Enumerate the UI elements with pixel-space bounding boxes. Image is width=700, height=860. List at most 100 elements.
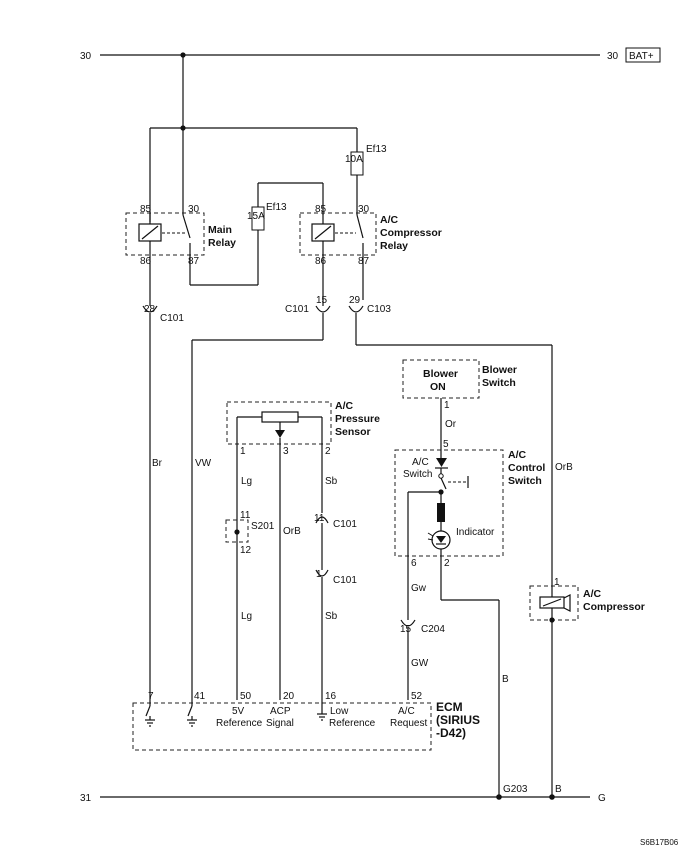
- comp-relay-pin-85: 85: [315, 204, 327, 215]
- g203-label: G203: [503, 784, 528, 795]
- ecm-module: 7 41 50 20 16 52 5V Reference ACP Signal…: [132, 691, 480, 751]
- rail-30-left-label: 30: [80, 51, 92, 62]
- indicator-label: Indicator: [456, 527, 495, 538]
- sensor-pin-3: 3: [283, 446, 289, 457]
- wire-lg1-label: Lg: [241, 476, 252, 487]
- main-relay-title-2: Relay: [208, 237, 236, 249]
- ecm-pin-20: 20: [283, 691, 295, 702]
- c101-1-pin: 1: [316, 569, 322, 580]
- ecm-title-3: -D42): [436, 726, 466, 740]
- comp-relay-pin-86: 86: [315, 256, 327, 267]
- ecm-low-label-2: Reference: [329, 718, 376, 729]
- main-relay-pin-86: 86: [140, 256, 152, 267]
- bat-plus-box: [625, 47, 661, 63]
- blower-inner-2: ON: [430, 381, 446, 393]
- main-relay-title-1: Main: [208, 224, 232, 236]
- ecm-pin-7: 7: [148, 691, 154, 702]
- indicator-resistor: [437, 503, 445, 522]
- wire-b2-label: B: [555, 784, 562, 795]
- ac-pressure-sensor: A/C Pressure Sensor 1 3 2 Lg Sb OrB Lg S…: [226, 400, 380, 700]
- rail-31: 31 G: [80, 793, 606, 804]
- wire-orb1-label: OrB: [283, 526, 301, 537]
- c101-sb-connectors: 11 C101 1 C101: [314, 513, 357, 700]
- ecm-ac-label-1: A/C: [398, 706, 415, 717]
- comp-relay-pin-30: 30: [358, 204, 370, 215]
- main-relay-pin-30: 30: [188, 204, 200, 215]
- wire-b-indicator: B: [441, 599, 509, 800]
- fuse-15a-rating: 15A: [247, 211, 265, 222]
- rail-30: 30 30 BAT+: [80, 47, 661, 63]
- rail-31-left-label: 31: [80, 793, 92, 804]
- main-relay-pin-85: 85: [140, 204, 152, 215]
- ecm-acp-label-1: ACP: [270, 706, 291, 717]
- control-pin-5: 5: [443, 439, 449, 450]
- main-relay: 85 30 86 87 Main Relay: [125, 204, 236, 267]
- figure-code: S6B17B06: [640, 838, 679, 847]
- wire-lg2-label: Lg: [241, 611, 252, 622]
- wire-gw-label: Gw: [411, 583, 427, 594]
- s201-splice: 11 12 S201: [225, 510, 275, 556]
- ac-control-switch: 5 A/C Switch Indicator A/C Control Switc…: [394, 439, 545, 620]
- c101-28-connector: 28 C101 Br: [142, 255, 184, 700]
- sensor-title-2: Pressure: [335, 413, 380, 425]
- junction-dot: [234, 529, 240, 535]
- sensor-wiper: [275, 430, 285, 438]
- fuse-ef13-10a: Ef13 10A: [345, 144, 387, 176]
- sensor-title-1: A/C: [335, 400, 354, 412]
- c103-29-pin: 29: [349, 295, 361, 306]
- wire-orb-compressor-label: OrB: [555, 462, 573, 473]
- s201-name: S201: [251, 521, 275, 532]
- junction-dot: [180, 52, 186, 58]
- c101-11-pin: 11: [314, 513, 325, 524]
- fuse-10a-rating: 10A: [345, 154, 363, 165]
- comp-relay-pin-87: 87: [358, 256, 370, 267]
- switch-label-2: Switch: [403, 469, 432, 480]
- wire-br-label: Br: [152, 458, 163, 469]
- compressor-title-2: Compressor: [583, 601, 645, 613]
- ecm-acp-label-2: Signal: [266, 718, 294, 729]
- bat-plus-label: BAT+: [629, 51, 654, 62]
- ecm-title-2: (SIRIUS: [436, 713, 480, 727]
- c204-connector: Gw 15 C204 GW: [400, 583, 445, 700]
- diode-symbol: [436, 458, 447, 467]
- ecm-5v-label-1: 5V: [232, 706, 245, 717]
- blower-title-2: Switch: [482, 377, 516, 389]
- sensor-pin-1: 1: [240, 446, 246, 457]
- c204-name: C204: [421, 624, 445, 635]
- s201-pin-top: 11: [240, 510, 251, 521]
- c101-15-connector: 15 C101 VW: [191, 255, 331, 700]
- compressor-title-1: A/C: [583, 588, 602, 600]
- ecm-ac-label-2: Request: [390, 718, 427, 729]
- ac-compressor-relay: 85 30 86 87 A/C Compressor Relay: [299, 204, 442, 267]
- wire-b-label: B: [502, 674, 509, 685]
- fuse-10a-name: Ef13: [366, 144, 387, 155]
- top-feed-wires: [149, 52, 358, 222]
- c101-28-name: C101: [160, 313, 184, 324]
- rail-30-right-label: 30: [607, 51, 619, 62]
- ecm-5v-label-2: Reference: [216, 718, 263, 729]
- control-title-2: Control: [508, 462, 545, 474]
- ecm-pin-41: 41: [194, 691, 206, 702]
- comp-relay-title-1: A/C: [380, 214, 399, 226]
- rail-31-right-label: G: [598, 793, 606, 804]
- junction-dot: [549, 794, 555, 800]
- wire-sb1-label: Sb: [325, 476, 338, 487]
- c101-28-pin: 28: [144, 304, 156, 315]
- sensor-resistor: [261, 411, 299, 423]
- ecm-pin-16: 16: [325, 691, 337, 702]
- ac-compressor: 1 A/C Compressor B: [529, 577, 645, 800]
- control-pin-6: 6: [411, 558, 417, 569]
- c103-29-connector: 29 C103 OrB: [348, 255, 573, 586]
- blower-inner-1: Blower: [423, 368, 458, 380]
- control-title-1: A/C: [508, 449, 527, 461]
- ecm-pin-50: 50: [240, 691, 252, 702]
- fuse-ef13-15a: Ef13 15A: [247, 202, 287, 231]
- wire-sb2-label: Sb: [325, 611, 338, 622]
- blower-title-1: Blower: [482, 364, 517, 376]
- ecm-title-1: ECM: [436, 700, 463, 714]
- sensor-pin-2: 2: [325, 446, 331, 457]
- sensor-title-3: Sensor: [335, 426, 371, 438]
- c101-1-name: C101: [333, 575, 357, 586]
